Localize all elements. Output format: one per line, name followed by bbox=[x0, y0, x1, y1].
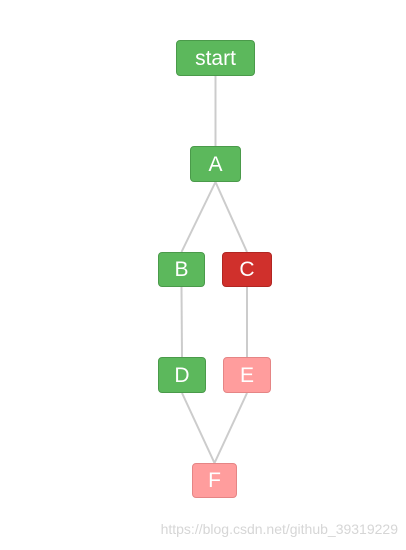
node-f[interactable]: F bbox=[192, 463, 237, 498]
node-start[interactable]: start bbox=[176, 40, 255, 76]
edge-d-f bbox=[181, 392, 216, 464]
node-b-label: B bbox=[174, 258, 189, 281]
node-d[interactable]: D bbox=[158, 357, 206, 393]
node-c[interactable]: C bbox=[222, 252, 272, 287]
watermark-text: https://blog.csdn.net/github_39319229 bbox=[160, 521, 398, 537]
node-a-label: A bbox=[208, 152, 223, 176]
node-c-label: C bbox=[239, 258, 255, 281]
node-a[interactable]: A bbox=[190, 146, 241, 182]
node-d-label: D bbox=[174, 363, 190, 387]
node-e[interactable]: E bbox=[223, 357, 271, 393]
node-start-label: start bbox=[195, 46, 236, 70]
edge-a-b bbox=[180, 181, 217, 253]
edge-b-d bbox=[180, 286, 183, 358]
node-f-label: F bbox=[208, 469, 221, 492]
edge-e-f bbox=[213, 392, 248, 464]
node-b[interactable]: B bbox=[158, 252, 205, 287]
node-e-label: E bbox=[239, 363, 254, 387]
edge-a-c bbox=[214, 181, 248, 253]
